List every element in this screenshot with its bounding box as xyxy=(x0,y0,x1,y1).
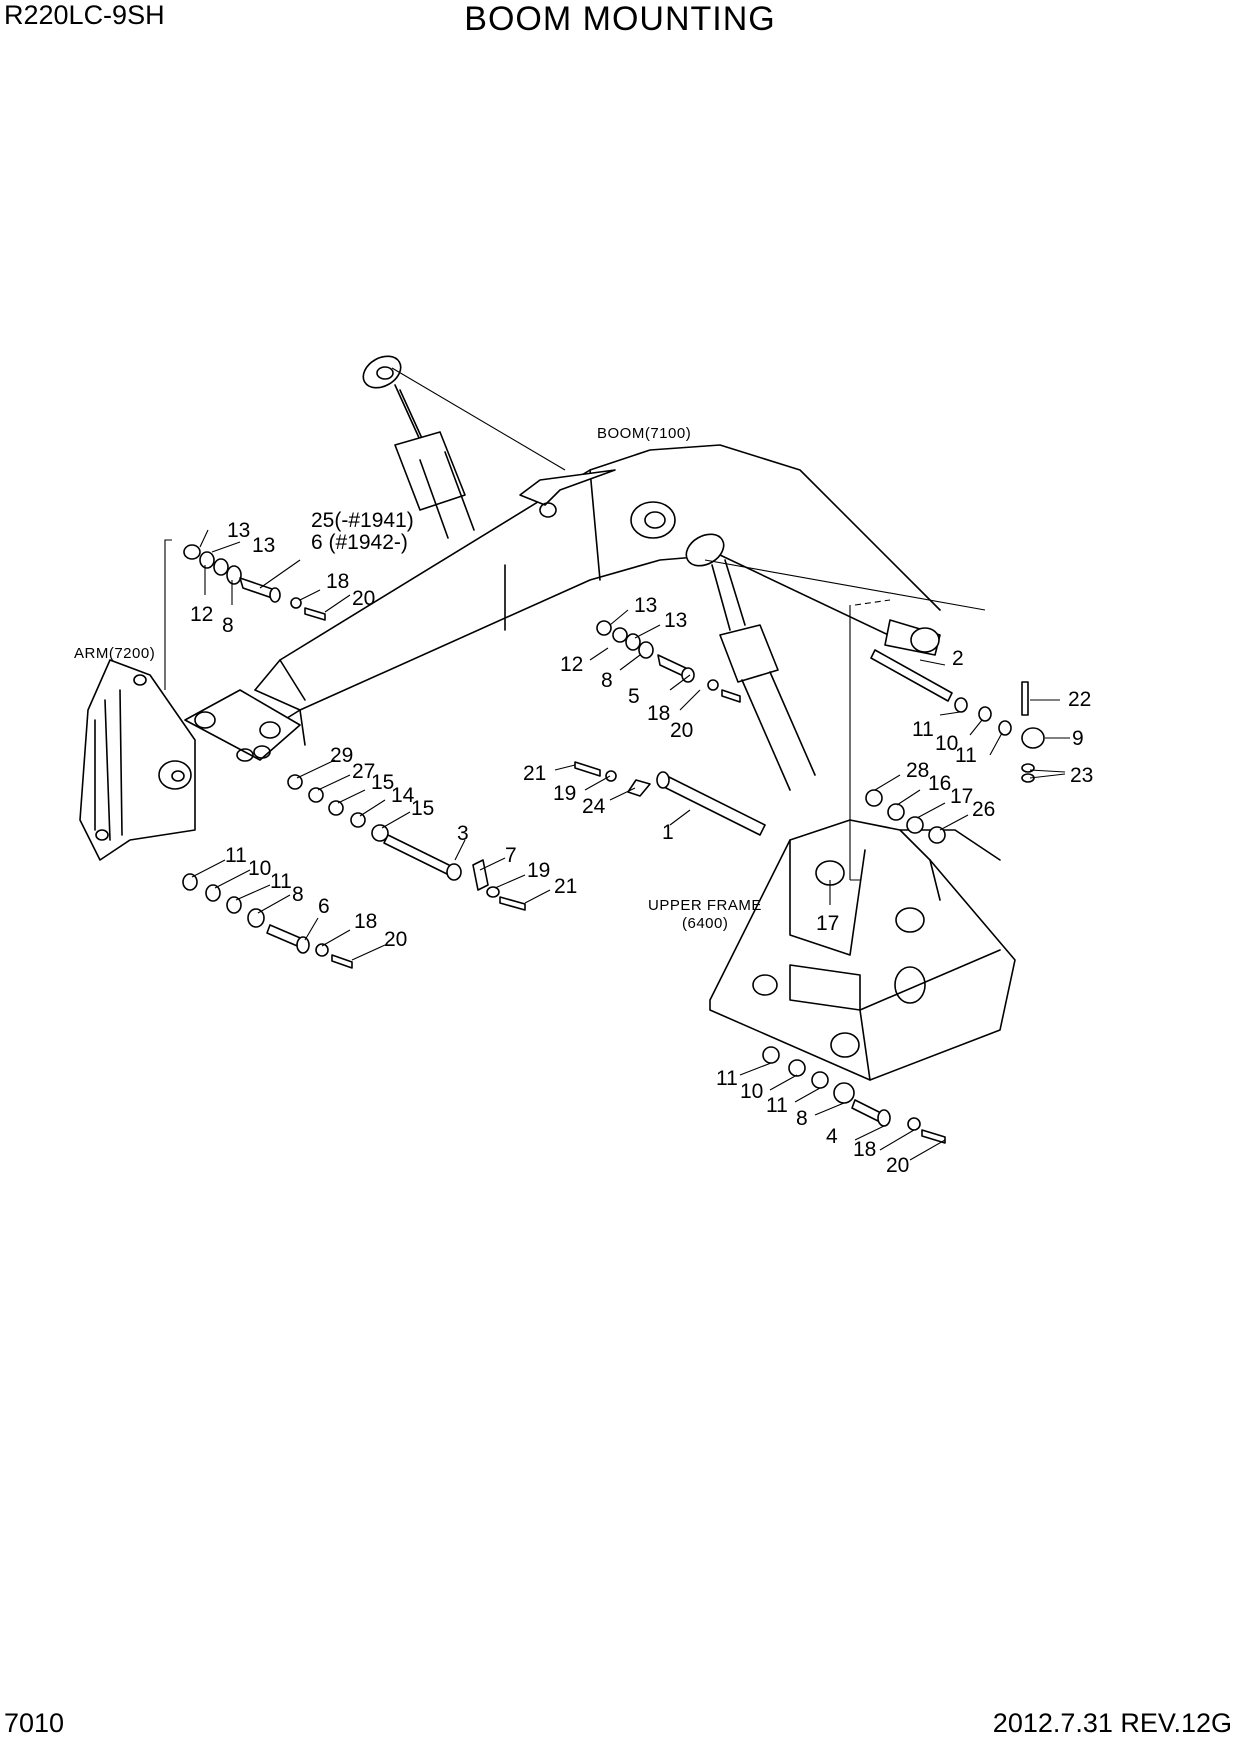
callout: 13 xyxy=(227,519,250,542)
callout: 8 xyxy=(601,669,613,692)
callout: 15 xyxy=(371,771,394,794)
model-number: R220LC-9SH xyxy=(4,0,165,30)
callout: 5 xyxy=(628,685,640,708)
callout: 16 xyxy=(928,772,951,795)
upper-frame-part xyxy=(709,599,1016,1081)
callout: 21 xyxy=(523,762,546,785)
callout: 13 xyxy=(252,534,275,557)
callout: 11 xyxy=(912,718,934,741)
callout: 17 xyxy=(950,785,973,808)
callout: 4 xyxy=(826,1125,838,1148)
upper-frame-code: (6400) xyxy=(682,915,728,932)
callout: 12 xyxy=(190,603,213,626)
page-number: 7010 xyxy=(4,1708,65,1738)
callout: 10 xyxy=(740,1080,763,1103)
callout: 2 xyxy=(952,647,964,670)
pin-part-1 xyxy=(574,761,766,836)
page-title: BOOM MOUNTING xyxy=(464,0,776,38)
callout: 10 xyxy=(935,732,958,755)
pin-part-2 xyxy=(870,649,1045,783)
callout: 7 xyxy=(505,844,517,867)
callout: 11 xyxy=(716,1067,738,1090)
callout: 12 xyxy=(560,653,583,676)
callout: 20 xyxy=(670,719,693,742)
callout: 8 xyxy=(292,883,304,906)
callout: 19 xyxy=(553,782,576,805)
callout: 6 (#1942-) xyxy=(311,531,408,554)
callout: 20 xyxy=(886,1154,909,1177)
boom-cylinder-lower xyxy=(685,533,986,791)
callout: 11 xyxy=(955,744,977,767)
callout-numbers: 13 13 25(-#1941) 6 (#1942-) 12 8 18 20 1… xyxy=(190,509,1093,1177)
upper-frame-label: UPPER FRAME xyxy=(648,897,762,914)
boom-label: BOOM(7100) xyxy=(597,425,691,442)
callout: 8 xyxy=(222,614,234,637)
callout: 29 xyxy=(330,744,353,767)
hardware-set-lower-left xyxy=(182,873,353,969)
callout: 11 xyxy=(225,844,247,867)
callout: 22 xyxy=(1068,688,1091,711)
leader-lines xyxy=(191,529,1070,1161)
hardware-set-upper-right xyxy=(596,620,741,703)
callout: 13 xyxy=(664,609,687,632)
boom-cylinder-upper xyxy=(362,355,566,539)
boom-body xyxy=(184,444,941,762)
callout: 3 xyxy=(457,822,469,845)
callout: 26 xyxy=(972,798,995,821)
callout: 8 xyxy=(796,1107,808,1130)
callout: 10 xyxy=(248,857,271,880)
callout: 23 xyxy=(1070,764,1093,787)
arm-label: ARM(7200) xyxy=(74,645,155,662)
hardware-set-lower-right xyxy=(762,1046,946,1144)
callout: 27 xyxy=(352,760,375,783)
callout: 18 xyxy=(647,702,670,725)
revision-date: 2012.7.31 REV.12G xyxy=(992,1708,1232,1738)
callout: 9 xyxy=(1072,727,1084,750)
arm-part xyxy=(79,539,196,861)
hardware-set-frame-right xyxy=(865,789,946,844)
callout: 28 xyxy=(906,759,929,782)
callout: 19 xyxy=(527,859,550,882)
callout: 20 xyxy=(352,587,375,610)
callout: 17 xyxy=(816,912,839,935)
callout: 21 xyxy=(554,875,577,898)
callout: 15 xyxy=(411,797,434,820)
callout: 20 xyxy=(384,928,407,951)
callout: 11 xyxy=(270,870,292,893)
callout: 14 xyxy=(391,784,415,807)
callout: 18 xyxy=(853,1138,876,1161)
callout: 6 xyxy=(318,895,330,918)
callout: 18 xyxy=(354,910,377,933)
callout: 11 xyxy=(766,1094,788,1117)
callout: 25(-#1941) xyxy=(311,509,414,532)
callout: 24 xyxy=(582,795,606,818)
callout: 18 xyxy=(326,570,349,593)
callout: 1 xyxy=(662,821,674,844)
callout: 13 xyxy=(634,594,657,617)
